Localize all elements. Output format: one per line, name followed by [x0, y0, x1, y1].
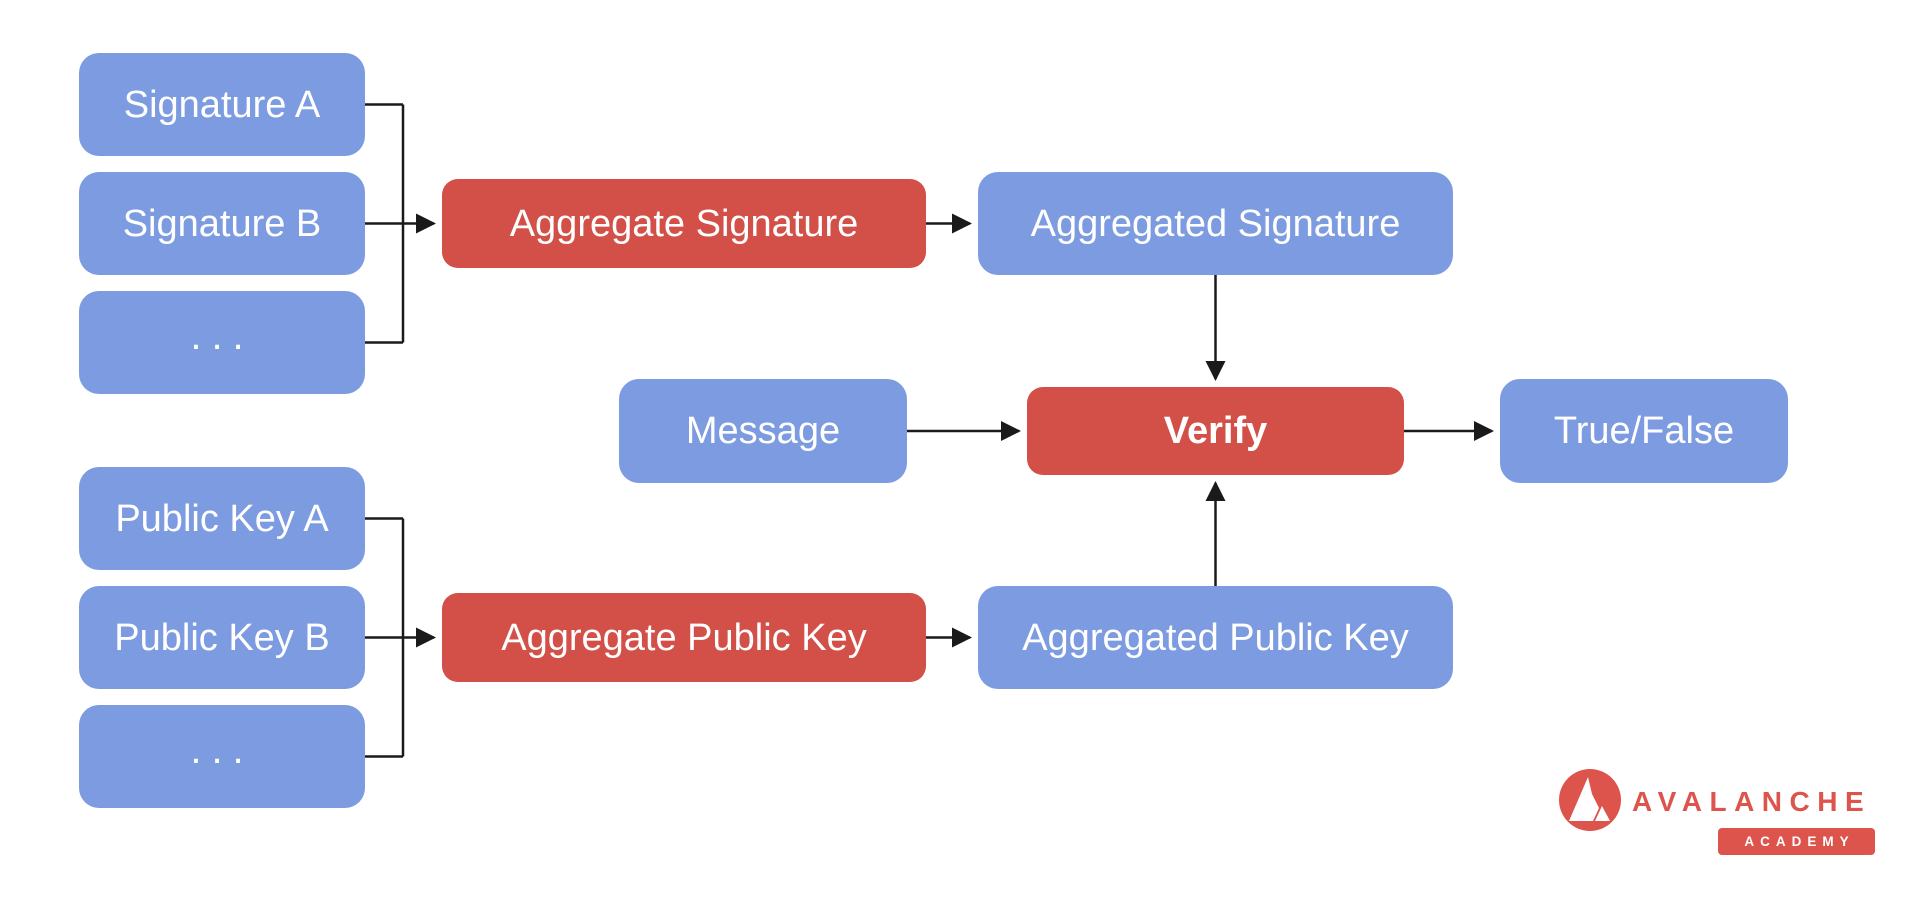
node-message: Message [619, 379, 907, 483]
node-public-key-a: Public Key A [79, 467, 365, 570]
node-public-key-b: Public Key B [79, 586, 365, 689]
avalanche-academy-logo: AVALANCHE ACADEMY [1556, 766, 1886, 860]
avalanche-mark-icon [1559, 769, 1621, 831]
node-signature-b: Signature B [79, 172, 365, 275]
node-verify: Verify [1027, 387, 1404, 475]
node-aggregate-signature: Aggregate Signature [442, 179, 926, 268]
node-aggregated-public-key: Aggregated Public Key [978, 586, 1453, 689]
academy-badge: ACADEMY [1718, 828, 1875, 855]
node-signature-a: Signature A [79, 53, 365, 156]
avalanche-wordmark: AVALANCHE [1632, 786, 1872, 817]
node-aggregate-public-key: Aggregate Public Key [442, 593, 926, 682]
node-aggregated-signature: Aggregated Signature [978, 172, 1453, 275]
node-public-key-ellipsis: ... [79, 705, 365, 808]
node-true-false: True/False [1500, 379, 1788, 483]
node-signature-ellipsis: ... [79, 291, 365, 394]
